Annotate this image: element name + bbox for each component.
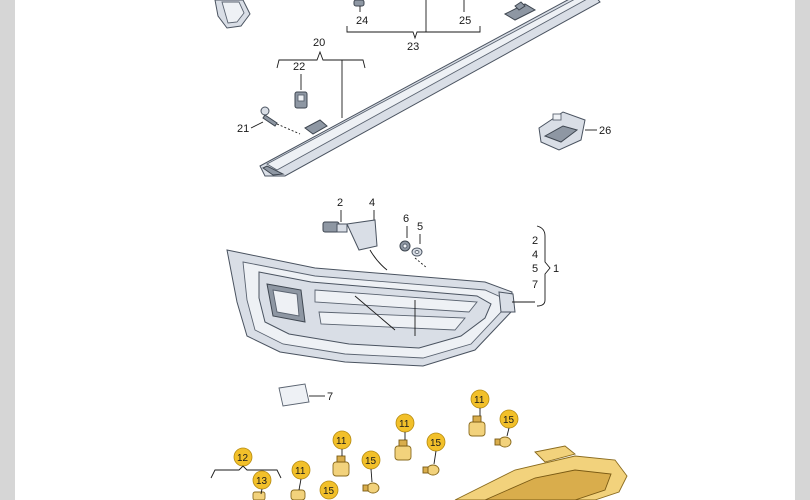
badge-11-d-label: 11 [295, 466, 306, 477]
bulb-holder-11-a [468, 415, 486, 437]
seal-pad-part-7 [278, 383, 310, 407]
callout-5: 5 [417, 221, 423, 233]
bracket-12 [210, 465, 282, 479]
leader-21 [250, 121, 264, 129]
bulb-15-c [362, 482, 380, 494]
leader-15-c [370, 468, 373, 483]
nut-part-6 [399, 240, 411, 252]
badge-15-b: 15 [426, 432, 446, 452]
badge-15-c: 15 [361, 450, 381, 470]
badge-13-label: 13 [256, 476, 268, 487]
badge-12: 12 [233, 447, 253, 467]
callout-4: 4 [369, 197, 375, 209]
callout-2: 2 [337, 197, 343, 209]
clip-part-22 [294, 91, 308, 109]
badge-11-d: 11 [291, 460, 311, 480]
callout-25: 25 [459, 15, 471, 27]
leader-15-b [433, 450, 437, 465]
bulb-15-a [494, 436, 512, 448]
callout-20: 20 [313, 37, 325, 49]
bulb-holder-11-d [290, 489, 306, 500]
badge-12-label: 12 [237, 453, 249, 464]
callout-b-2: 2 [532, 235, 538, 247]
leader-15-a [506, 427, 510, 437]
badge-11-c-label: 11 [336, 436, 347, 447]
bulb-holder-11-c [332, 455, 350, 477]
bulb-holder-11-b [394, 439, 412, 461]
badge-11-b: 11 [395, 413, 415, 433]
badge-15-c-label: 15 [365, 456, 377, 467]
callout-22: 22 [293, 61, 305, 73]
exploded-parts-diagram: 24 25 23 20 22 21 26 2 [210, 0, 628, 500]
wiring-harness-part-4 [346, 219, 388, 271]
callout-b-7: 7 [532, 279, 538, 291]
badge-11-c: 11 [332, 430, 352, 450]
callout-b-5: 5 [532, 263, 538, 275]
screw-guide-21 [276, 123, 301, 135]
connector-part-24 [353, 0, 365, 12]
leader-13 [260, 488, 263, 495]
screw-part-21 [260, 106, 278, 127]
badge-13: 13 [252, 470, 272, 490]
trim-strip-part [259, 0, 601, 177]
callout-b-4: 4 [532, 249, 538, 261]
callout-26: 26 [599, 125, 611, 137]
bracket-23 [346, 26, 481, 40]
callout-1: 1 [553, 263, 559, 275]
callout-7: 7 [327, 391, 333, 403]
bulb-15-b [422, 464, 440, 476]
badge-11-a-label: 11 [474, 395, 485, 406]
badge-15-b-label: 15 [430, 438, 442, 449]
badge-11-a: 11 [470, 389, 490, 409]
bracket-1 [536, 225, 551, 307]
callout-24: 24 [356, 15, 368, 27]
amber-reflector-housing [454, 445, 628, 500]
tail-light-housing [226, 249, 516, 367]
trim-clip-part [214, 0, 251, 29]
badge-11-b-label: 11 [399, 419, 410, 430]
leader-11-d [298, 478, 302, 491]
badge-15-d-label: 15 [323, 486, 335, 497]
badge-15-d: 15 [319, 480, 339, 500]
badge-15-a: 15 [499, 409, 519, 429]
badge-15-a-label: 15 [503, 415, 515, 426]
bulb-holder-13 [252, 491, 266, 500]
callout-6: 6 [403, 213, 409, 225]
callout-21: 21 [237, 123, 249, 135]
washer-guide-5 [414, 257, 428, 269]
connector-part-2 [322, 221, 348, 233]
washer-part-5 [411, 247, 423, 257]
bracket-20 [276, 50, 366, 69]
callout-23: 23 [407, 41, 419, 53]
diagram-sheet: 24 25 23 20 22 21 26 2 [15, 0, 795, 500]
lamp-part-26 [538, 111, 586, 151]
